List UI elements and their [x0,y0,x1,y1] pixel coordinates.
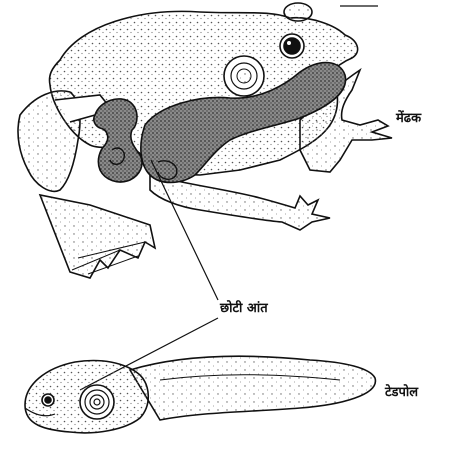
label-frog: मेंढक [396,108,421,126]
label-small-intestine: छोटी आंत [220,298,268,316]
frog-hind-foot [40,195,155,278]
tadpole-illustration [25,356,375,433]
tadpole-tail [130,356,375,420]
tadpole-intestine-spiral [80,385,114,419]
frog-illustration [18,3,392,278]
label-tadpole: टेडपोल [385,382,418,400]
frog-lower-leg [150,175,330,230]
frog-eye-bump [284,3,312,21]
